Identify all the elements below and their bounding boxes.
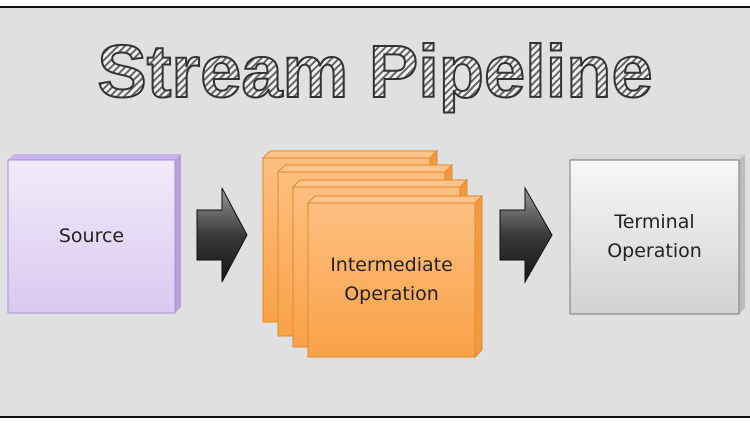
intermediate-label: Intermediate Operation xyxy=(330,254,453,305)
source-box xyxy=(7,154,181,314)
terminal-label: Terminal Operation xyxy=(607,211,702,262)
source-label: Source xyxy=(58,225,125,247)
intermediate-stack xyxy=(261,149,484,359)
arrow-icon-2 xyxy=(499,186,553,284)
terminal-box xyxy=(569,154,745,315)
arrow-icon-1 xyxy=(196,187,248,283)
diagram-title: Stream Pipeline xyxy=(97,30,652,113)
